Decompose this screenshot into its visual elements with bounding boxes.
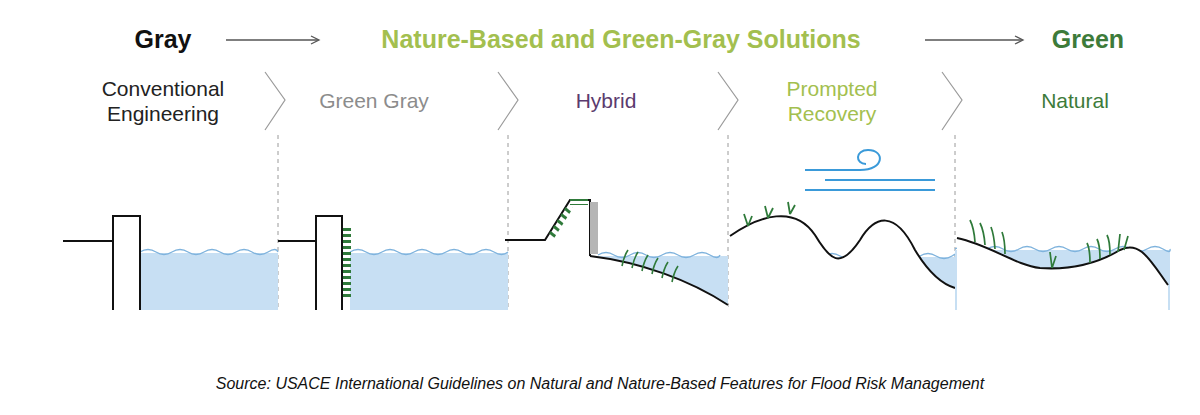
header-label: Nature-Based and Green-Gray Solutions bbox=[381, 24, 860, 54]
green-gray-wall bbox=[278, 216, 508, 310]
chevron bbox=[265, 72, 962, 130]
column-label: Hybrid bbox=[526, 88, 686, 113]
header-label: Green bbox=[1052, 24, 1124, 54]
seawall bbox=[63, 216, 278, 310]
column-label: Prompted Recovery bbox=[757, 76, 907, 126]
dune-terrain bbox=[730, 150, 957, 310]
caption: Source: USACE International Guidelines o… bbox=[216, 374, 984, 393]
column-label: Conventional Engineering bbox=[68, 76, 258, 126]
wind-symbol bbox=[805, 150, 935, 190]
column-divider bbox=[278, 135, 955, 310]
natural-shore bbox=[955, 220, 1170, 310]
column-label: Natural bbox=[990, 88, 1160, 113]
header-label: Gray bbox=[135, 24, 192, 54]
hybrid-levee bbox=[505, 199, 728, 310]
column-label: Green Gray bbox=[284, 88, 464, 113]
